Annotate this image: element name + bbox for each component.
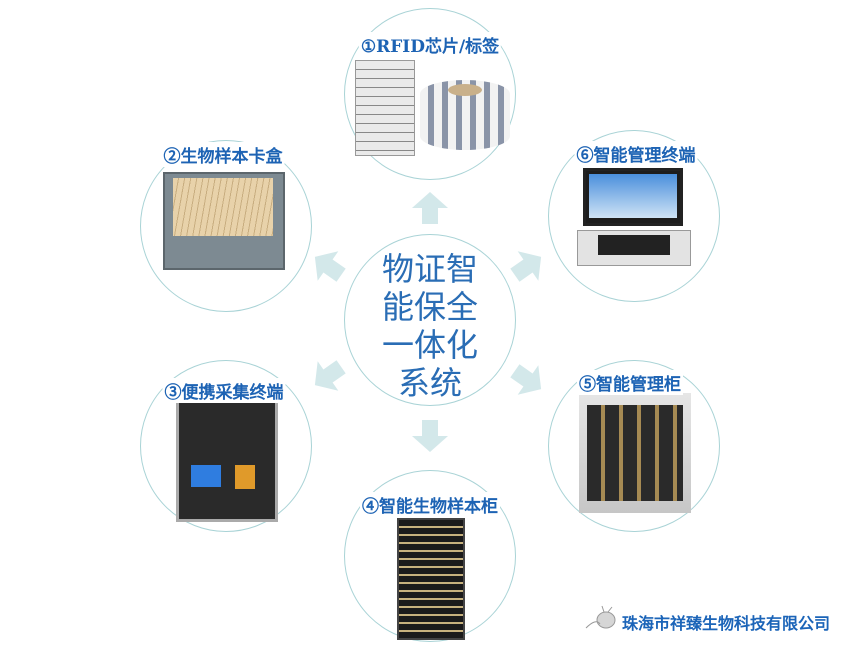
management-cabinet-image [579, 393, 691, 513]
portable-terminal-image [176, 400, 278, 522]
center-title: 物证智 能保全 一体化 系统 [375, 250, 485, 402]
center-line: 一体化 [381, 326, 478, 364]
company-name: 珠海市祥臻生物科技有限公司 [622, 614, 831, 633]
node-label-management-cabinet: ⑤智能管理柜 [577, 370, 683, 395]
node-label-portable-terminal: ③便携采集终端 [162, 378, 286, 403]
company-logo-icon [584, 604, 620, 632]
rfid-label-sheet-image [355, 60, 415, 156]
node-label-sample-cabinet: ④智能生物样本柜 [360, 492, 500, 517]
center-line: 系统 [397, 364, 462, 402]
rfid-tag-roll-image [420, 80, 510, 150]
cabinet-rows [587, 405, 683, 501]
center-line: 能保全 [381, 288, 478, 326]
management-terminal-image [577, 168, 691, 266]
sample-cards [173, 178, 273, 236]
node-label-sample-box: ②生物样本卡盒 [161, 142, 285, 167]
center-circle [344, 234, 516, 406]
node-label-management-terminal: ⑥智能管理终端 [574, 141, 698, 166]
portable-panel [235, 465, 255, 489]
terminal-screen [583, 168, 683, 226]
center-line: 物证智 [381, 250, 478, 288]
portable-screen [191, 465, 221, 487]
sample-cabinet-image [397, 518, 465, 640]
terminal-base [577, 230, 691, 266]
roll-core [448, 84, 482, 96]
node-label-rfid: ①RFID芯片/标签 [358, 32, 502, 57]
sample-box-image [163, 172, 285, 270]
